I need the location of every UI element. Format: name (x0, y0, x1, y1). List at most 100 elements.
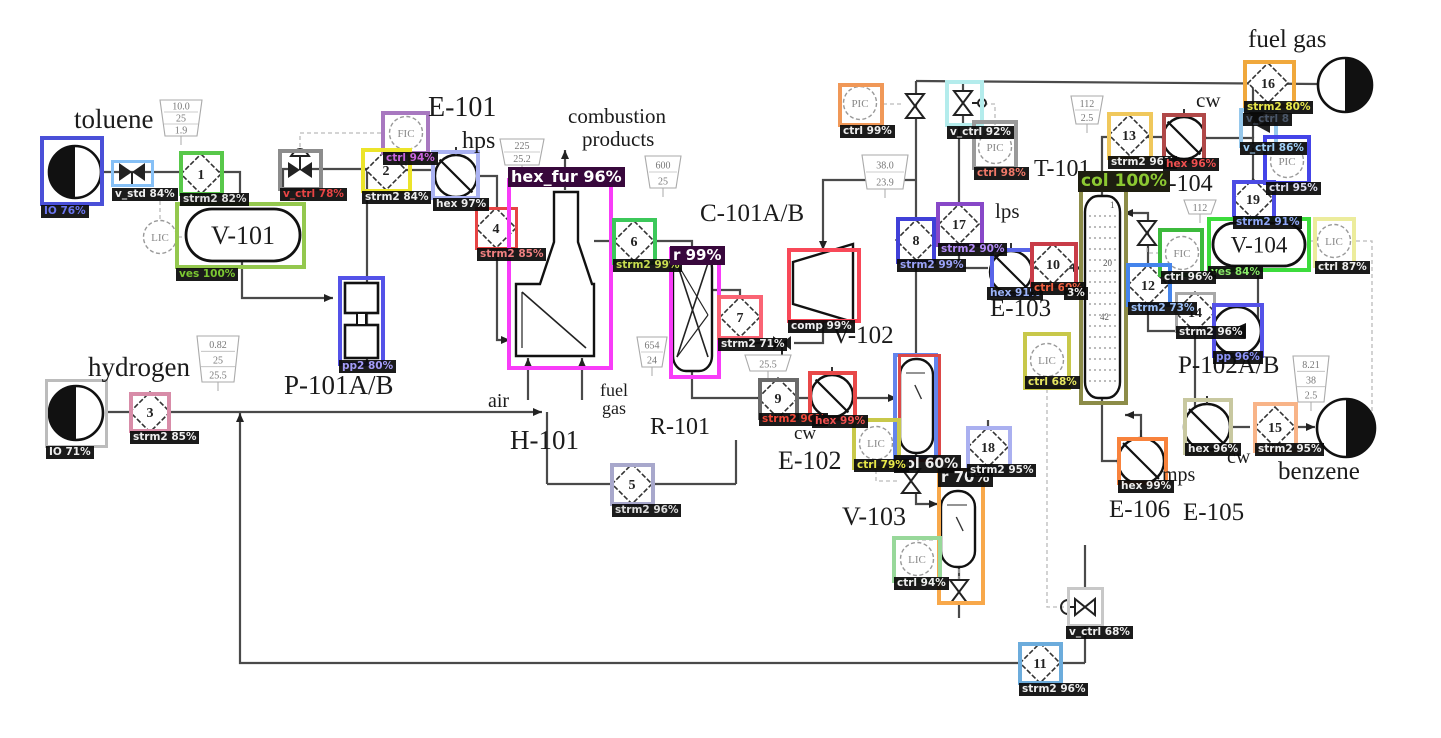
instrument-lic-9 (1316, 223, 1352, 259)
stream-number-11: 11 (1033, 657, 1046, 672)
det-stream-17 (936, 202, 984, 247)
stream-number-19: 19 (1246, 193, 1260, 208)
flag-strm17-value: 23.9 (876, 177, 894, 188)
tray-number-42: 42 (1100, 312, 1109, 322)
valve-vctrl-68-hw (1060, 599, 1069, 615)
det-stream-13-label: strm2 96% (1108, 156, 1178, 169)
vessel-v101 (184, 207, 302, 263)
vessel-v103-lower (939, 489, 977, 569)
pump-p101-a (343, 281, 380, 315)
instrument-lic-6 (1029, 342, 1065, 378)
flow-arrow (1125, 411, 1134, 419)
flag-strm6-value: 600 (656, 160, 671, 171)
instrument-line (299, 132, 381, 152)
det-valve-ctrl-86-label: v_ctrl 86% (1240, 142, 1307, 155)
instrument-fic-8 (1164, 235, 1200, 271)
stream-number-10: 10 (1046, 258, 1060, 273)
stream-number-8: 8 (913, 234, 920, 249)
det-stream-8-label: strm2 99% (897, 259, 967, 272)
pipe (690, 371, 760, 400)
label-products: products (582, 127, 655, 151)
det-valve-ctrl-68 (1067, 587, 1104, 627)
det-vessel-v104-label: ves 84% (1208, 266, 1264, 279)
flag-hps-value: 25.2 (513, 154, 531, 165)
det-stream-2-label: strm2 84% (362, 191, 432, 204)
det-stream-19-label: strm2 91% (1233, 216, 1303, 229)
label-lps: lps (995, 199, 1020, 223)
stream-number-6: 6 (631, 235, 638, 250)
det-valve-ctrl-68-label: v_ctrl 68% (1066, 626, 1133, 639)
det-valve-ctrl-92 (945, 80, 984, 127)
flag-benzene (1292, 355, 1330, 403)
det-stream-3 (129, 392, 171, 433)
flag-strm9-value: 25.5 (759, 359, 777, 370)
label-air: air (488, 390, 510, 412)
io-fuel-gas-half (1345, 58, 1372, 112)
det-valve-ctrl-78 (278, 149, 323, 191)
label-hydrogen: hydrogen (88, 352, 190, 382)
flag-t101-top-value: 2.5 (1081, 113, 1094, 124)
det-stream-6 (612, 218, 657, 265)
instrument-tag-3: PIC (986, 142, 1003, 154)
label-toluene: toluene (74, 104, 154, 134)
det-fic-94-label: ctrl 94% (383, 152, 438, 165)
flow-arrow (1124, 209, 1133, 217)
flag-benzene-value: 38 (1306, 375, 1316, 386)
flag-toluene-value: 25 (176, 113, 186, 124)
label-e101: E-101 (428, 92, 497, 123)
instrument-tag-9: LIC (1325, 236, 1343, 248)
det-lic-94-label: ctrl 94% (894, 577, 949, 590)
flag-toluene (159, 99, 203, 137)
det-stream-4-label: strm2 85% (477, 248, 547, 261)
label-e106: E-106 (1109, 496, 1171, 523)
io-hydrogen-half (49, 386, 76, 440)
det-stream-13 (1107, 112, 1153, 160)
stream-number-18: 18 (981, 441, 995, 456)
det-stream-18-label: strm2 95% (967, 464, 1037, 477)
furnace-h101 (514, 190, 596, 358)
det-furnace-h101-label: hex_fur 96% (508, 167, 625, 187)
det-stream-11 (1018, 642, 1063, 685)
label-gas: gas (602, 398, 626, 418)
flag-benzene-value: 8.21 (1302, 360, 1320, 371)
det-pump-p102-label: pp 96% (1213, 351, 1263, 364)
valve-reflux (1136, 220, 1158, 246)
hex-e106-slash (1122, 442, 1160, 480)
hex-e103-slash (993, 254, 1029, 290)
det-valve-std-label: v_std 84% (112, 188, 178, 201)
tray-number-20: 20 (1103, 258, 1112, 268)
instrument-fic-1 (388, 115, 424, 151)
label-e102: E-102 (778, 446, 842, 475)
tray-number-1: 1 (1110, 200, 1115, 210)
stream-number-12: 12 (1141, 279, 1155, 294)
det-stream-7-label: strm2 71% (718, 338, 788, 351)
flag-hydrogen-value: 0.82 (209, 340, 227, 351)
label-fuel: fuel (600, 380, 628, 400)
det-lic-79-label: ctrl 79% (854, 459, 909, 472)
instrument-tag-8: FIC (1173, 248, 1190, 260)
label-hps: hps (462, 128, 496, 154)
io-benzene-half (1346, 399, 1375, 457)
stream-number-2: 2 (383, 164, 390, 179)
stream-number-13: 13 (1122, 129, 1136, 144)
flow-arrow (929, 500, 938, 508)
pipe (240, 261, 333, 300)
det-fic-96-label: ctrl 96% (1161, 271, 1216, 284)
det-stream-6-label: strm2 99% (613, 259, 683, 272)
det-stream-9-label: strm2 90% (759, 413, 829, 426)
flow-arrow (819, 241, 827, 250)
det-lic-94 (892, 536, 942, 583)
det-hex-e105-label: hex 96% (1185, 443, 1242, 456)
label-cw-e102: cw (794, 423, 817, 444)
vessel-v103-lower-mark (955, 516, 964, 532)
pipe (1100, 398, 1118, 463)
det-reactor-r101-label: r 99% (670, 246, 725, 265)
det-stream-5 (610, 463, 655, 506)
stream-number-1: 1 (198, 168, 205, 183)
det-pump-p101-label: pp2 80% (339, 360, 397, 373)
det-valve-ctrl-78-label: v_ctrl 78% (280, 188, 347, 201)
label-c101: C-101A/B (700, 200, 805, 227)
det-stream-5-label: strm2 96% (612, 504, 682, 517)
flag-hydrogen-value: 25 (213, 355, 223, 366)
